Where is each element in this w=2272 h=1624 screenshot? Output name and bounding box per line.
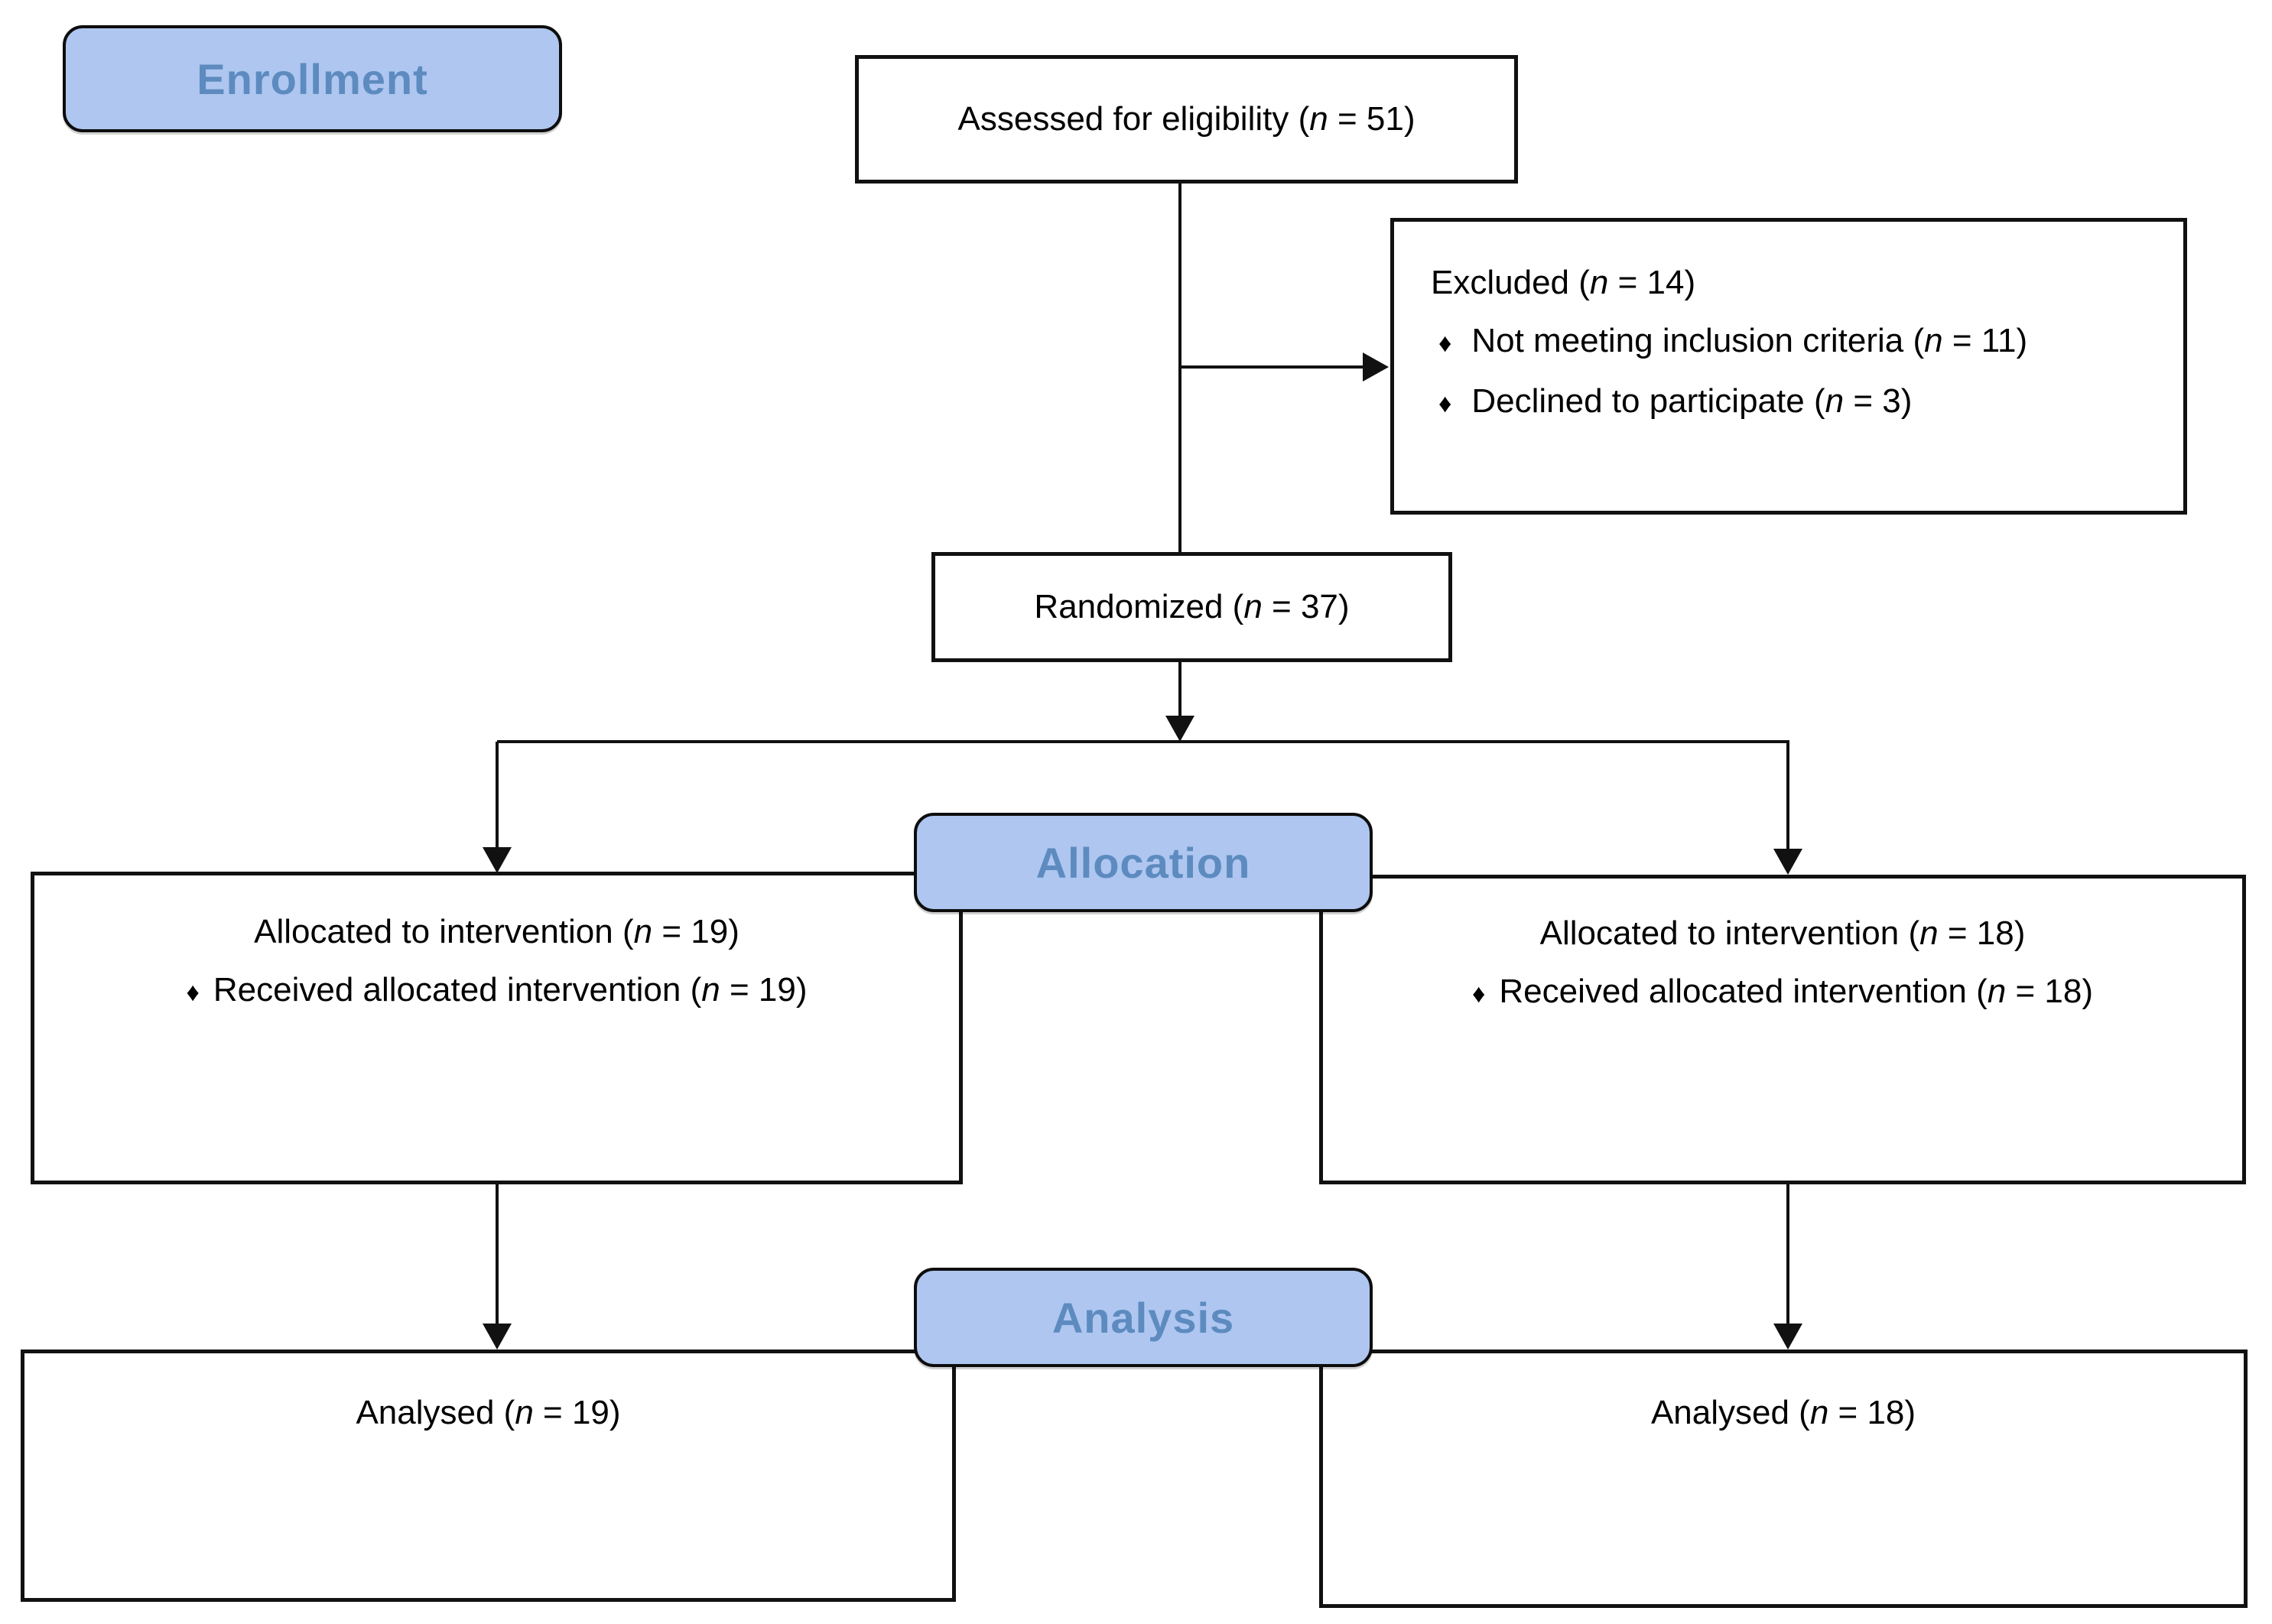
allocation-right-box: Allocated to intervention (n = 18) ♦ Rece… — [1319, 875, 2246, 1184]
randomized-box: Randomized (n = 37) — [931, 552, 1452, 662]
excluded-title: Excluded (n = 14) — [1431, 264, 1696, 301]
arrowhead-branch-icon — [1165, 716, 1195, 742]
allocation-right-title: Allocated to intervention (n = 18) — [1539, 914, 2026, 952]
diamond-bullet-icon: ♦ — [1438, 329, 1452, 358]
excluded-item-text: Not meeting inclusion criteria (n = 11) — [1471, 322, 2028, 359]
branch-line — [497, 740, 1789, 743]
excluded-item-text: Declined to participate (n = 3) — [1471, 382, 1913, 420]
excluded-item: ♦ Declined to participate (n = 3) — [1431, 372, 2160, 433]
stage-pill-analysis: Analysis — [914, 1268, 1373, 1367]
connector-alloc-to-analysis-left — [496, 1184, 499, 1327]
allocation-left-item: ♦ Received allocated intervention (n = 19… — [34, 961, 959, 1021]
allocation-left-item-text: Received allocated intervention (n = 19) — [213, 971, 808, 1009]
randomized-text: Randomized (n = 37) — [1034, 588, 1350, 625]
allocation-right-item-text: Received allocated intervention (n = 18) — [1499, 973, 2093, 1010]
connector-alloc-to-analysis-right — [1786, 1184, 1789, 1327]
diamond-bullet-icon: ♦ — [1472, 979, 1486, 1009]
stage-label-analysis: Analysis — [1051, 1293, 1235, 1342]
connector-branch-to-alloc-right — [1786, 742, 1789, 850]
diamond-bullet-icon: ♦ — [186, 978, 200, 1007]
allocation-left-title: Allocated to intervention (n = 19) — [254, 913, 739, 950]
analysed-left-box: Analysed (n = 19) — [21, 1350, 956, 1602]
stage-pill-enrollment: Enrollment — [63, 25, 562, 132]
connector-randomized-to-branch — [1178, 662, 1182, 720]
assessed-text: Assessed for eligibility (n = 51) — [957, 100, 1416, 138]
connector-to-excluded — [1180, 365, 1368, 369]
excluded-box: Excluded (n = 14) ♦ Not meeting inclusio… — [1390, 218, 2187, 515]
assessed-eligibility-box: Assessed for eligibility (n = 51) — [855, 55, 1518, 184]
analysed-left-title: Analysed (n = 19) — [356, 1394, 621, 1431]
allocation-right-item: ♦ Received allocated intervention (n = 18… — [1323, 963, 2242, 1023]
stage-pill-allocation: Allocation — [914, 813, 1373, 912]
stage-label-allocation: Allocation — [1035, 838, 1251, 887]
excluded-item: ♦ Not meeting inclusion criteria (n = 11… — [1431, 312, 2160, 372]
arrowhead-alloc-right-icon — [1773, 849, 1802, 875]
arrowhead-excluded-icon — [1363, 352, 1389, 382]
allocation-left-box: Allocated to intervention (n = 19) ♦ Rece… — [31, 872, 963, 1184]
connector-branch-to-alloc-left — [496, 742, 499, 849]
arrowhead-analysis-left-icon — [483, 1324, 512, 1350]
analysed-right-title: Analysed (n = 18) — [1650, 1394, 1916, 1431]
analysed-right-box: Analysed (n = 18) — [1319, 1350, 2248, 1608]
arrowhead-alloc-left-icon — [483, 847, 512, 873]
arrowhead-analysis-right-icon — [1773, 1324, 1802, 1350]
diamond-bullet-icon: ♦ — [1438, 389, 1452, 418]
stage-label-enrollment: Enrollment — [197, 54, 428, 103]
